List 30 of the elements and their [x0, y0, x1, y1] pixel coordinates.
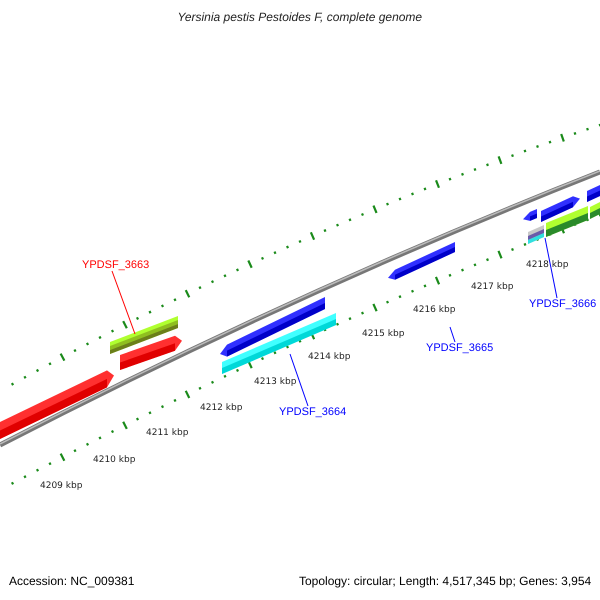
gene-bar — [222, 313, 336, 374]
scale-label: 4211 kbp — [146, 429, 188, 438]
leader-line — [290, 354, 308, 406]
leader-line — [450, 326, 456, 342]
gene-bar — [546, 206, 588, 237]
leader-line — [112, 270, 136, 334]
diagram-title: Yersinia pestis Pestoides F, complete genome — [178, 11, 422, 23]
gene-feature — [120, 336, 182, 370]
gene-label: YPDSF_3666 — [529, 299, 596, 310]
leader-line — [544, 238, 558, 298]
gene-label: YPDSF_3664 — [279, 407, 346, 418]
gene-feature — [388, 242, 455, 280]
scale-label: 4209 kbp — [40, 482, 82, 491]
scale-label: 4215 kbp — [362, 330, 404, 339]
gene-bar — [590, 202, 600, 219]
gene-bar — [587, 185, 600, 202]
scale-label: 4212 kbp — [200, 404, 242, 413]
scale-label: 4218 kbp — [526, 261, 568, 270]
scale-label: 4214 kbp — [308, 353, 350, 362]
gene-label: YPDSF_3665 — [426, 343, 494, 354]
gene-label: YPDSF_3663 — [82, 260, 150, 271]
scale-label: 4217 kbp — [471, 283, 514, 292]
accession-text: Accession: NC_009381 — [9, 575, 134, 587]
scale-label: 4213 kbp — [254, 378, 296, 387]
scale-label: 4210 kbp — [93, 456, 136, 465]
gene-feature — [0, 370, 114, 439]
gene-feature — [523, 209, 537, 221]
genome-summary-text: Topology: circular; Length: 4,517,345 bp; Genes: 3,954 — [299, 575, 592, 587]
gene-bar — [528, 225, 544, 244]
scale-label: 4216 kbp — [413, 306, 456, 315]
